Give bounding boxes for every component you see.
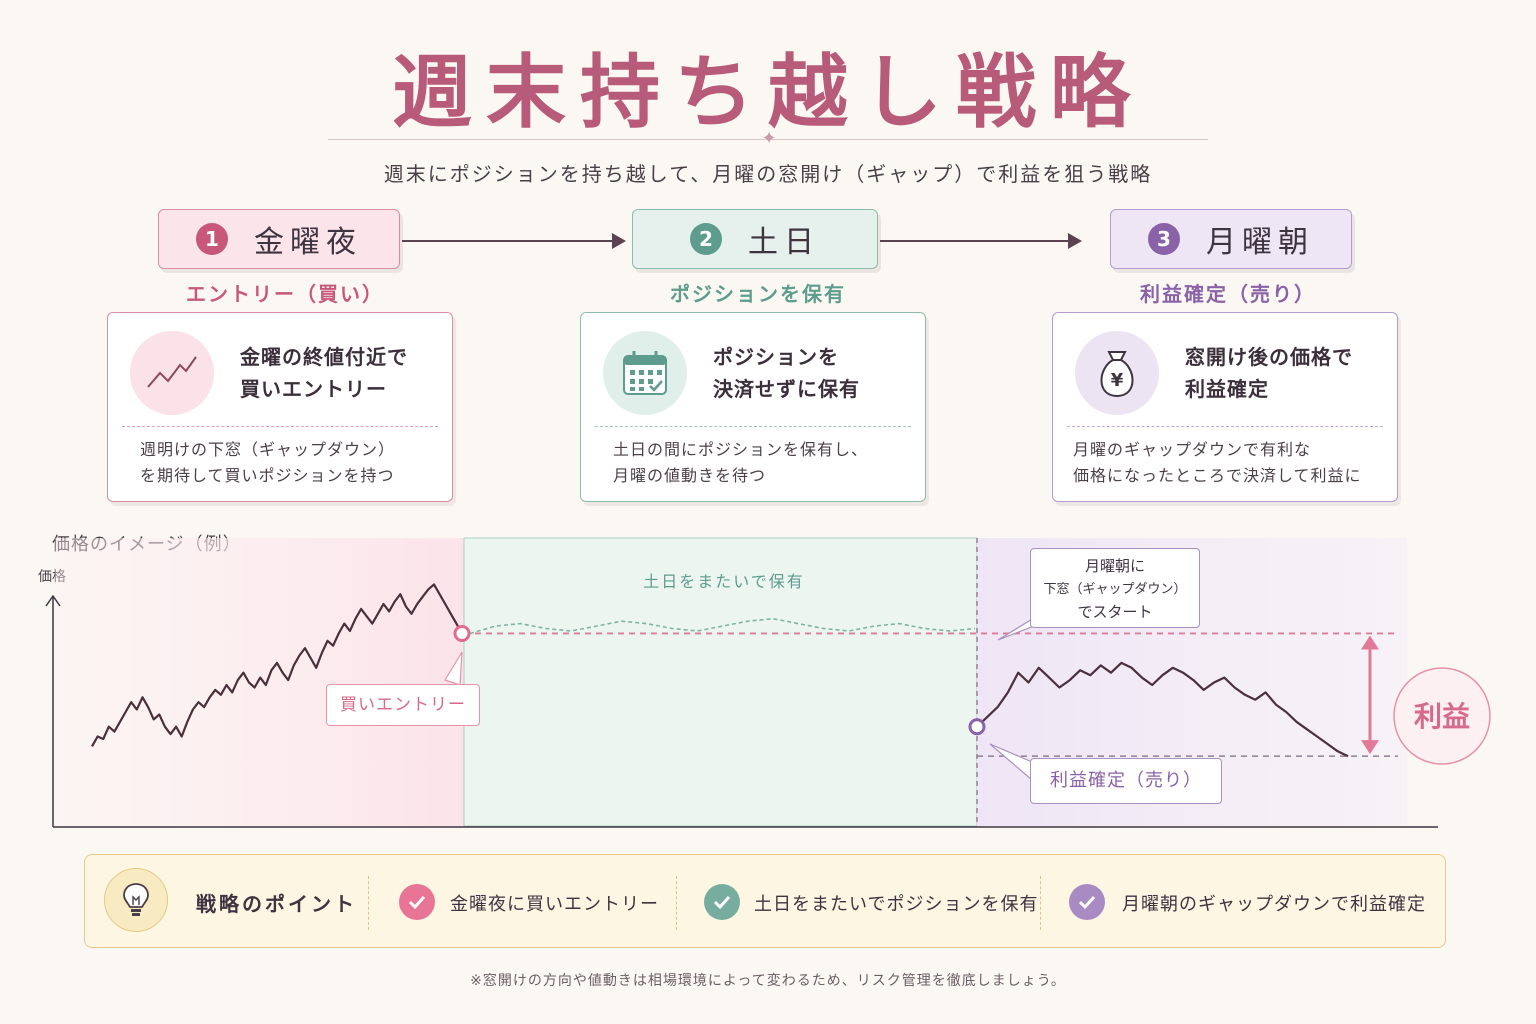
step-2-action: ポジションを保有 bbox=[670, 282, 846, 306]
arrow-up-icon bbox=[1361, 635, 1379, 650]
strategy-point-1: 金曜夜に買いエントリー bbox=[450, 894, 659, 915]
svg-text:¥: ¥ bbox=[1111, 370, 1124, 391]
divider bbox=[1040, 876, 1041, 930]
weekend-label: 土日をまたいで保有 bbox=[643, 572, 805, 591]
footnote: ※窓開けの方向や値動きは相場環境によって変わるため、リスク管理を徹底しましょう。 bbox=[470, 973, 1066, 989]
divider bbox=[676, 876, 677, 930]
price-chart: 土日をまたいで保有 利益 bbox=[45, 537, 1491, 828]
step-3-label: 月曜朝 bbox=[1206, 225, 1314, 260]
money-bag-icon: ¥ bbox=[1075, 331, 1159, 415]
step-1-card: 金曜の終値付近で 買いエントリー 週明けの下窓（ギャップダウン） を期待して買い… bbox=[107, 312, 453, 502]
step-3-heading-line-2: 利益確定 bbox=[1185, 377, 1269, 401]
profit-badge bbox=[1393, 667, 1491, 765]
strategy-points-title: 戦略のポイント bbox=[196, 892, 357, 916]
divider bbox=[368, 876, 369, 930]
step-3-body-line-1: 月曜のギャップダウンで有利な bbox=[1073, 440, 1312, 459]
gap-callout: 月曜朝に 下窓（ギャップダウン） でスタート bbox=[1030, 548, 1200, 628]
strategy-point-2: 土日をまたいでポジションを保有 bbox=[754, 894, 1039, 915]
strategy-point-3: 月曜朝のギャップダウンで利益確定 bbox=[1122, 894, 1426, 915]
exit-label: 利益確定（売り） bbox=[1050, 770, 1202, 791]
arrow-right-icon bbox=[402, 233, 626, 249]
step-1-heading-line-1: 金曜の終値付近で bbox=[240, 345, 408, 369]
title-divider bbox=[328, 139, 1208, 140]
series-weekend bbox=[469, 617, 976, 635]
step-2-heading-line-1: ポジションを bbox=[713, 345, 839, 369]
step-1-number: 1 bbox=[196, 223, 228, 255]
step-1-body-line-2: を期待して買いポジションを持つ bbox=[140, 466, 395, 485]
step-2-body-line-2: 月曜の値動きを待つ bbox=[613, 466, 767, 485]
step-1-action: エントリー（買い） bbox=[186, 282, 384, 306]
step-1-header: 1 金曜夜 bbox=[158, 209, 400, 269]
weekend-region bbox=[463, 537, 978, 827]
card-divider bbox=[595, 426, 911, 427]
step-2-number: 2 bbox=[690, 223, 722, 255]
subtitle: 週末にポジションを持ち越して、月曜の窓開け（ギャップ）で利益を狙う戦略 bbox=[383, 162, 1153, 186]
step-3-body-line-2: 価格になったところで決済して利益に bbox=[1073, 466, 1362, 485]
check-icon bbox=[704, 884, 740, 920]
entry-callout-pointer bbox=[444, 651, 463, 686]
step-2-header: 2 土日 bbox=[632, 209, 878, 269]
strategy-points-panel bbox=[84, 854, 1446, 948]
exit-callout: 利益確定（売り） bbox=[1030, 758, 1222, 804]
friday-region bbox=[55, 538, 464, 826]
gap-callout-line-2: 下窓（ギャップダウン） bbox=[1043, 582, 1187, 597]
series-monday bbox=[976, 661, 1349, 758]
trend-up-icon bbox=[130, 331, 214, 415]
entry-point bbox=[453, 624, 471, 642]
card-divider bbox=[1067, 426, 1383, 427]
y-axis-arrow-icon bbox=[45, 594, 61, 607]
lightbulb-icon bbox=[104, 868, 168, 932]
arrow-right-icon bbox=[880, 233, 1082, 249]
step-2-body-line-1: 土日の間にポジションを保有し、 bbox=[613, 440, 869, 459]
step-3-action: 利益確定（売り） bbox=[1140, 282, 1316, 306]
entry-callout: 買いエントリー bbox=[326, 684, 480, 726]
sparkle-icon: ✦ bbox=[761, 128, 777, 149]
arrow-down-icon bbox=[1361, 740, 1379, 755]
step-2-card: ポジションを 決済せずに保有 土日の間にポジションを保有し、 月曜の値動きを待つ bbox=[580, 312, 926, 502]
card-divider bbox=[122, 426, 438, 427]
page-title: 週末持ち越し戦略 bbox=[392, 45, 1144, 139]
calendar-icon bbox=[603, 331, 687, 415]
gap-callout-line-1: 月曜朝に bbox=[1084, 557, 1145, 575]
step-3-heading-line-1: 窓開け後の価格で bbox=[1185, 345, 1353, 369]
step-2-label: 土日 bbox=[748, 225, 820, 260]
check-icon bbox=[399, 884, 435, 920]
gap-start-point bbox=[968, 718, 986, 736]
step-3-number: 3 bbox=[1148, 223, 1180, 255]
step-3-header: 3 月曜朝 bbox=[1110, 209, 1352, 269]
step-1-label: 金曜夜 bbox=[254, 225, 362, 260]
check-icon bbox=[1069, 884, 1105, 920]
step-1-heading-line-2: 買いエントリー bbox=[240, 377, 387, 401]
step-3-card: ¥ 窓開け後の価格で 利益確定 月曜のギャップダウンで有利な 価格になったところ… bbox=[1052, 312, 1398, 502]
gap-callout-line-3: でスタート bbox=[1077, 603, 1153, 621]
profit-label: 利益 bbox=[1414, 700, 1470, 733]
step-1-body-line-1: 週明けの下窓（ギャップダウン） bbox=[140, 440, 396, 459]
step-2-heading-line-2: 決済せずに保有 bbox=[713, 377, 860, 401]
entry-label: 買いエントリー bbox=[340, 695, 466, 715]
series-friday bbox=[91, 583, 463, 747]
